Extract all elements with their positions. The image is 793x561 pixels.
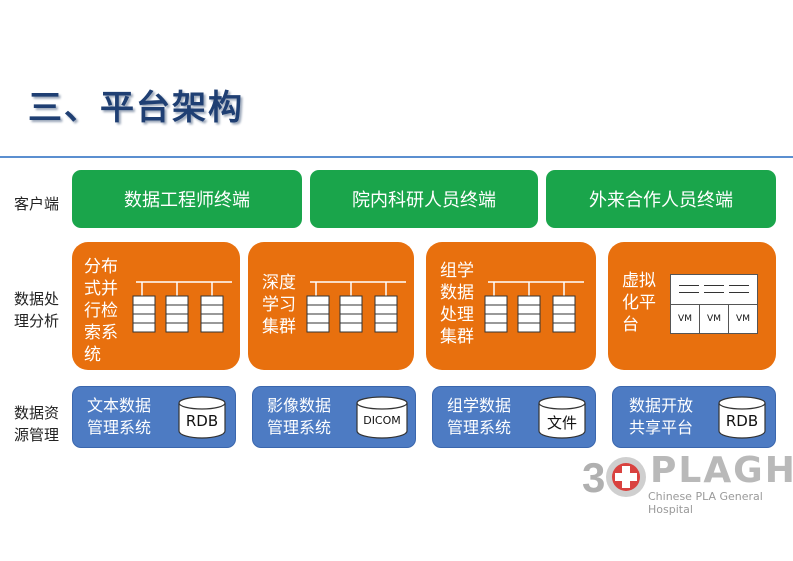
database-cylinder-icon: RDB — [177, 395, 227, 439]
row-label-processing: 数据处 理分析 — [14, 290, 60, 330]
vm-host-box: VM VM VM — [670, 274, 758, 334]
vm-cell: VM — [671, 305, 700, 333]
client-terminal-data-engineer: 数据工程师终端 — [72, 170, 302, 228]
resource-open-sharing: 数据开放 共享平台 RDB — [612, 386, 776, 448]
row-label-client: 客户端 — [14, 195, 60, 213]
page-title: 三、平台架构 — [28, 88, 244, 128]
processing-label: 组学 数据 处理 集群 — [440, 261, 474, 347]
server-cluster-icon — [484, 281, 584, 333]
client-terminal-researcher: 院内科研人员终端 — [310, 170, 538, 228]
processing-virtualization: 虚拟 化平 台 VM VM VM — [608, 242, 776, 370]
processing-deep-learning: 深度 学习 集群 — [248, 242, 414, 370]
row-label-resource: 数据资 源管理 — [14, 404, 60, 444]
resource-text-data: 文本数据 管理系统 RDB — [72, 386, 236, 448]
processing-omics-cluster: 组学 数据 处理 集群 — [426, 242, 596, 370]
title-divider — [0, 156, 793, 158]
resource-image-data: 影像数据 管理系统 DICOM — [252, 386, 416, 448]
logo-subtitle: Chinese PLA General Hospital — [648, 490, 763, 516]
resource-label: 数据开放 共享平台 — [629, 396, 694, 437]
hypervisor-bar — [671, 275, 757, 305]
processing-label: 虚拟 化平 台 — [622, 271, 656, 335]
database-cylinder-icon: RDB — [717, 395, 767, 439]
logo-brand: PLAGH — [650, 450, 793, 491]
client-terminal-partner: 外来合作人员终端 — [546, 170, 776, 228]
svg-text:3: 3 — [582, 454, 605, 501]
processing-label: 分布 式并 行检 索系 统 — [84, 257, 118, 365]
server-cluster-icon — [306, 281, 406, 333]
processing-label: 深度 学习 集群 — [262, 273, 296, 337]
resource-label: 组学数据 管理系统 — [447, 396, 512, 437]
resource-label: 文本数据 管理系统 — [87, 396, 152, 437]
resource-omics-data: 组学数据 管理系统 文件 — [432, 386, 596, 448]
resource-label: 影像数据 管理系统 — [267, 396, 332, 437]
hospital-logo-icon: 3 — [582, 454, 646, 501]
vm-cell: VM — [736, 314, 750, 324]
database-cylinder-icon: DICOM — [355, 395, 409, 439]
database-cylinder-icon: 文件 — [537, 395, 587, 439]
processing-distributed-search: 分布 式并 行检 索系 统 — [72, 242, 240, 370]
vm-cell: VM — [700, 305, 729, 333]
server-cluster-icon — [132, 281, 232, 333]
